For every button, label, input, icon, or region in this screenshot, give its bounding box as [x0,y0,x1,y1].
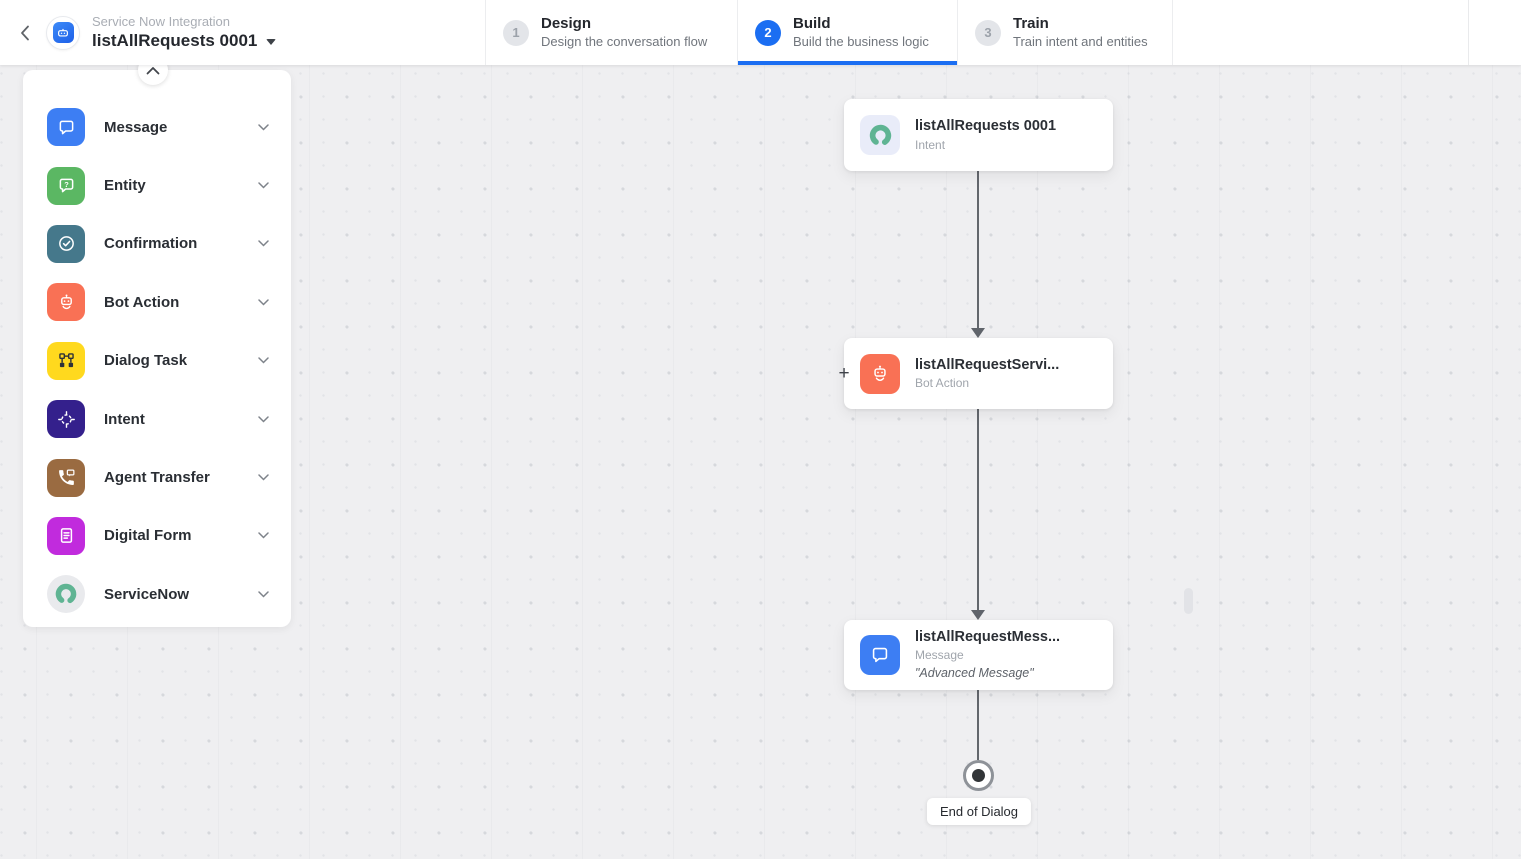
avatar [46,15,80,50]
palette-item-digital-form[interactable]: Digital Form [23,507,291,565]
back-button[interactable] [12,13,38,53]
step-number: 2 [755,19,781,46]
palette-item-label: ServiceNow [104,585,190,603]
node-title: listAllRequestMess... [915,629,1061,646]
connector-line [977,690,979,760]
connector-arrow-icon [971,328,985,338]
bot-action-icon [47,283,85,322]
palette-item-dialog-task[interactable]: Dialog Task [23,332,291,390]
palette-item-bot-action[interactable]: Bot Action [23,273,291,331]
message-icon [47,108,85,147]
digital-form-icon [47,516,85,555]
palette-item-label: Bot Action [104,293,180,311]
palette-item-agent-transfer[interactable]: Agent Transfer [23,448,291,506]
palette-item-label: Intent [104,410,145,428]
chevron-down-icon[interactable] [258,591,269,598]
palette-item-message[interactable]: Message [23,98,291,156]
entity-icon: ? [47,166,85,205]
end-dot-icon [972,769,985,782]
node-subtitle: Intent [915,137,946,152]
palette-item-label: Confirmation [104,235,198,253]
svg-text:?: ? [64,180,69,189]
palette-item-label: Agent Transfer [104,469,210,487]
chevron-down-icon[interactable] [258,357,269,364]
chevron-up-icon [146,66,160,74]
step-number: 3 [975,19,1001,46]
servicenow-icon [47,575,85,614]
page-title: listAllRequests 0001 [92,31,258,51]
connector-arrow-icon [971,610,985,620]
task-dropdown-caret[interactable] [266,39,277,46]
step-title: Design [541,15,592,33]
bot-icon [52,22,74,43]
chevron-left-icon [21,25,29,40]
tab-build[interactable]: 2 Build Build the business logic [737,0,957,65]
connector-line [977,409,979,610]
step-title: Build [793,15,831,33]
palette-item-servicenow[interactable]: ServiceNow [23,565,291,623]
chevron-down-icon[interactable] [258,474,269,481]
message-icon [860,635,900,675]
step-desc: Build the business logic [793,33,929,49]
bot-action-icon [860,353,900,394]
chevron-down-icon[interactable] [258,123,269,131]
breadcrumb: Service Now Integration [92,13,231,29]
palette-item-label: Entity [104,177,146,195]
flow-node-message[interactable]: listAllRequestMess... Message "Advanced … [844,620,1113,690]
step-title: Train [1013,15,1049,33]
step-number: 1 [503,19,529,46]
palette-item-confirmation[interactable]: Confirmation [23,215,291,273]
wizard-steps: 1 Design Design the conversation flow 2 … [485,0,1173,65]
dialog-task-icon [47,341,85,380]
node-subtitle: Message [915,648,964,663]
confirmation-icon [47,224,85,263]
node-title: listAllRequestServi... [915,356,1060,373]
end-of-dialog-marker [963,760,994,791]
servicenow-icon [860,115,900,155]
header-divider [1468,0,1469,65]
palette-item-label: Message [104,118,168,136]
tab-design[interactable]: 1 Design Design the conversation flow [485,0,737,65]
end-of-dialog-label: End of Dialog [926,798,1032,825]
step-desc: Design the conversation flow [541,33,708,49]
top-bar: Service Now Integration listAllRequests … [0,0,1521,65]
node-subtitle: Bot Action [915,376,970,391]
palette-item-entity[interactable]: ? Entity [23,156,291,214]
tab-train[interactable]: 3 Train Train intent and entities [957,0,1173,65]
node-title: listAllRequests 0001 [915,118,1057,135]
flow-node-intent[interactable]: listAllRequests 0001 Intent [844,99,1113,171]
add-node-button[interactable]: + [835,364,853,384]
connector-line [977,171,979,328]
step-desc: Train intent and entities [1013,33,1148,49]
palette-item-label: Digital Form [104,527,192,545]
flow-node-bot-action[interactable]: listAllRequestServi... Bot Action [844,338,1113,409]
palette-item-label: Dialog Task [104,352,188,370]
chevron-down-icon[interactable] [258,415,269,423]
palette-item-intent[interactable]: Intent [23,390,291,448]
chevron-down-icon[interactable] [258,182,269,189]
node-palette: Message ? Entity Confirmation [23,55,291,627]
flow-canvas[interactable]: Message ? Entity Confirmation [0,55,1521,859]
chevron-down-icon[interactable] [258,299,269,306]
agent-transfer-icon [47,458,85,497]
intent-icon [47,400,85,439]
chevron-down-icon[interactable] [258,532,269,539]
node-message-preview: "Advanced Message" [915,666,1034,681]
canvas-scroll-indicator [1184,588,1193,614]
chevron-down-icon[interactable] [258,240,269,248]
